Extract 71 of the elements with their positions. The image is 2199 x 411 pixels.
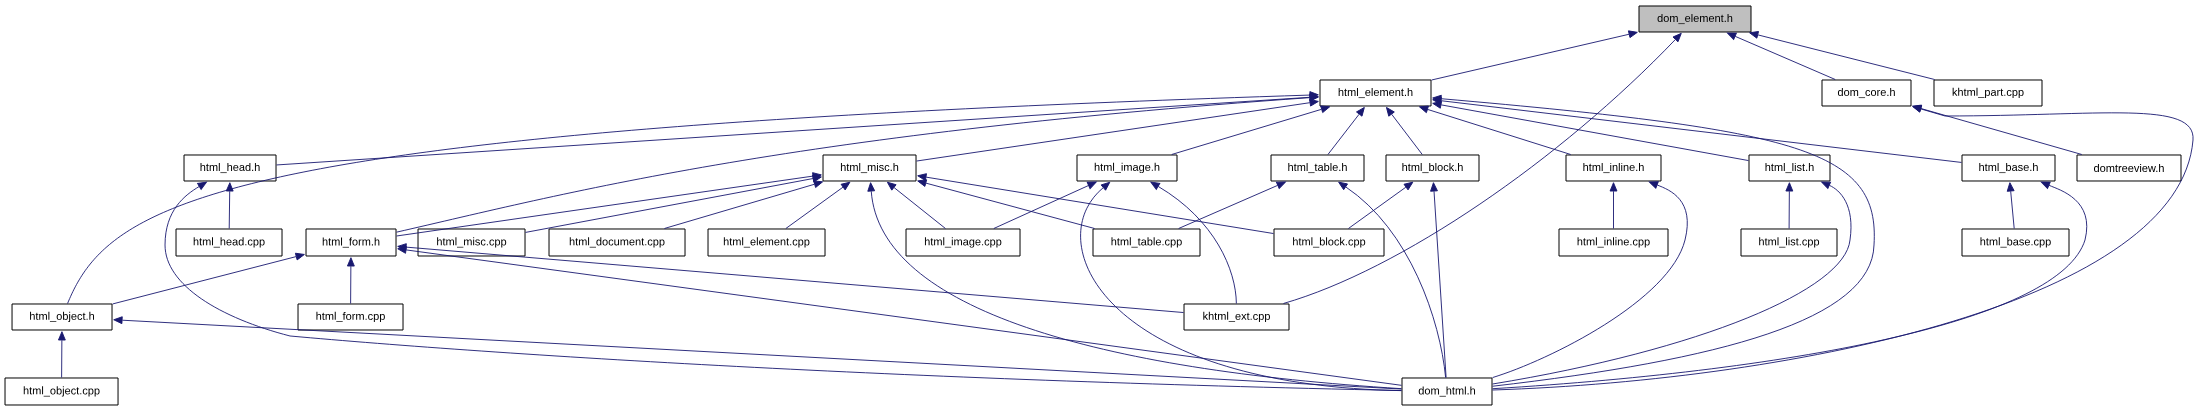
file-box: html_misc.h (822, 154, 917, 182)
file-box: dom_element.h (1638, 5, 1752, 33)
arrow (1431, 30, 1638, 81)
arrow (1327, 107, 1365, 155)
arrow (67, 91, 1319, 304)
arrow (886, 181, 946, 229)
file-box: html_base.cpp (1961, 228, 2070, 257)
arrow (113, 316, 1402, 390)
file-box: html_table.cpp (1092, 228, 1201, 257)
arrow (1283, 32, 1682, 304)
arrow (785, 181, 851, 229)
arrow (397, 243, 1184, 313)
arrow (1080, 181, 1402, 392)
arrow (112, 252, 305, 305)
file-box: html_element.h (1319, 79, 1432, 107)
arrow (58, 331, 66, 378)
file-box: html_misc.cpp (417, 228, 526, 257)
arrow (2006, 182, 2015, 229)
arrow (1432, 96, 1962, 163)
arrow (1492, 105, 2194, 391)
arrow (1432, 94, 1875, 387)
file-box: khtml_ext.cpp (1183, 303, 1290, 331)
file-box: html_table.h (1270, 154, 1365, 182)
file-box: html_element.cpp (707, 228, 826, 257)
file-box: html_block.cpp (1273, 228, 1385, 257)
file-box: html_list.cpp (1740, 228, 1838, 257)
file-box: html_head.cpp (175, 228, 283, 257)
arrow (1492, 181, 2088, 390)
file-box: khtml_part.cpp (1933, 79, 2043, 107)
file-box: html_form.h (305, 228, 397, 257)
arrow (525, 174, 822, 233)
arrow (1785, 182, 1794, 229)
file-box: html_inline.h (1565, 154, 1662, 182)
file-box: html_form.cpp (297, 303, 404, 331)
file-box: html_head.h (183, 154, 277, 182)
arrow (917, 179, 1095, 229)
arrow (1726, 32, 1836, 80)
arrow (1386, 107, 1423, 155)
file-box: html_inline.cpp (1558, 228, 1669, 257)
arrow (1171, 105, 1331, 155)
arrow (664, 180, 824, 229)
file-box: dom_html.h (1401, 377, 1493, 406)
file-box: html_object.h (11, 303, 113, 331)
arrow (1609, 182, 1618, 229)
arrow (1178, 181, 1286, 229)
arrow (1348, 181, 1414, 229)
file-box: html_base.h (1961, 154, 2056, 182)
arrow (916, 98, 1319, 162)
arrow (276, 93, 1319, 166)
arrow (346, 257, 355, 304)
arrow (1430, 182, 1447, 378)
file-box: html_document.cpp (548, 228, 686, 257)
file-box: html_image.cpp (905, 228, 1021, 257)
arrow (225, 182, 234, 229)
file-box: dom_core.h (1821, 79, 1912, 107)
arrow (1492, 181, 1852, 385)
arrow (1492, 181, 1688, 379)
file-box: html_object.cpp (4, 377, 119, 406)
arrow (993, 181, 1097, 229)
arrow (1432, 101, 1749, 161)
arrow (1419, 105, 1572, 155)
arrow (1150, 181, 1237, 304)
file-box: html_image.h (1076, 154, 1178, 182)
arrow (396, 172, 822, 237)
arrow (1749, 31, 1935, 80)
file-box: domtreeview.h (2076, 154, 2182, 182)
arrow (917, 173, 1274, 234)
arrow (396, 93, 1319, 233)
file-box: html_block.h (1385, 154, 1480, 182)
file-box: html_list.h (1748, 154, 1831, 182)
arrow (397, 246, 1402, 386)
